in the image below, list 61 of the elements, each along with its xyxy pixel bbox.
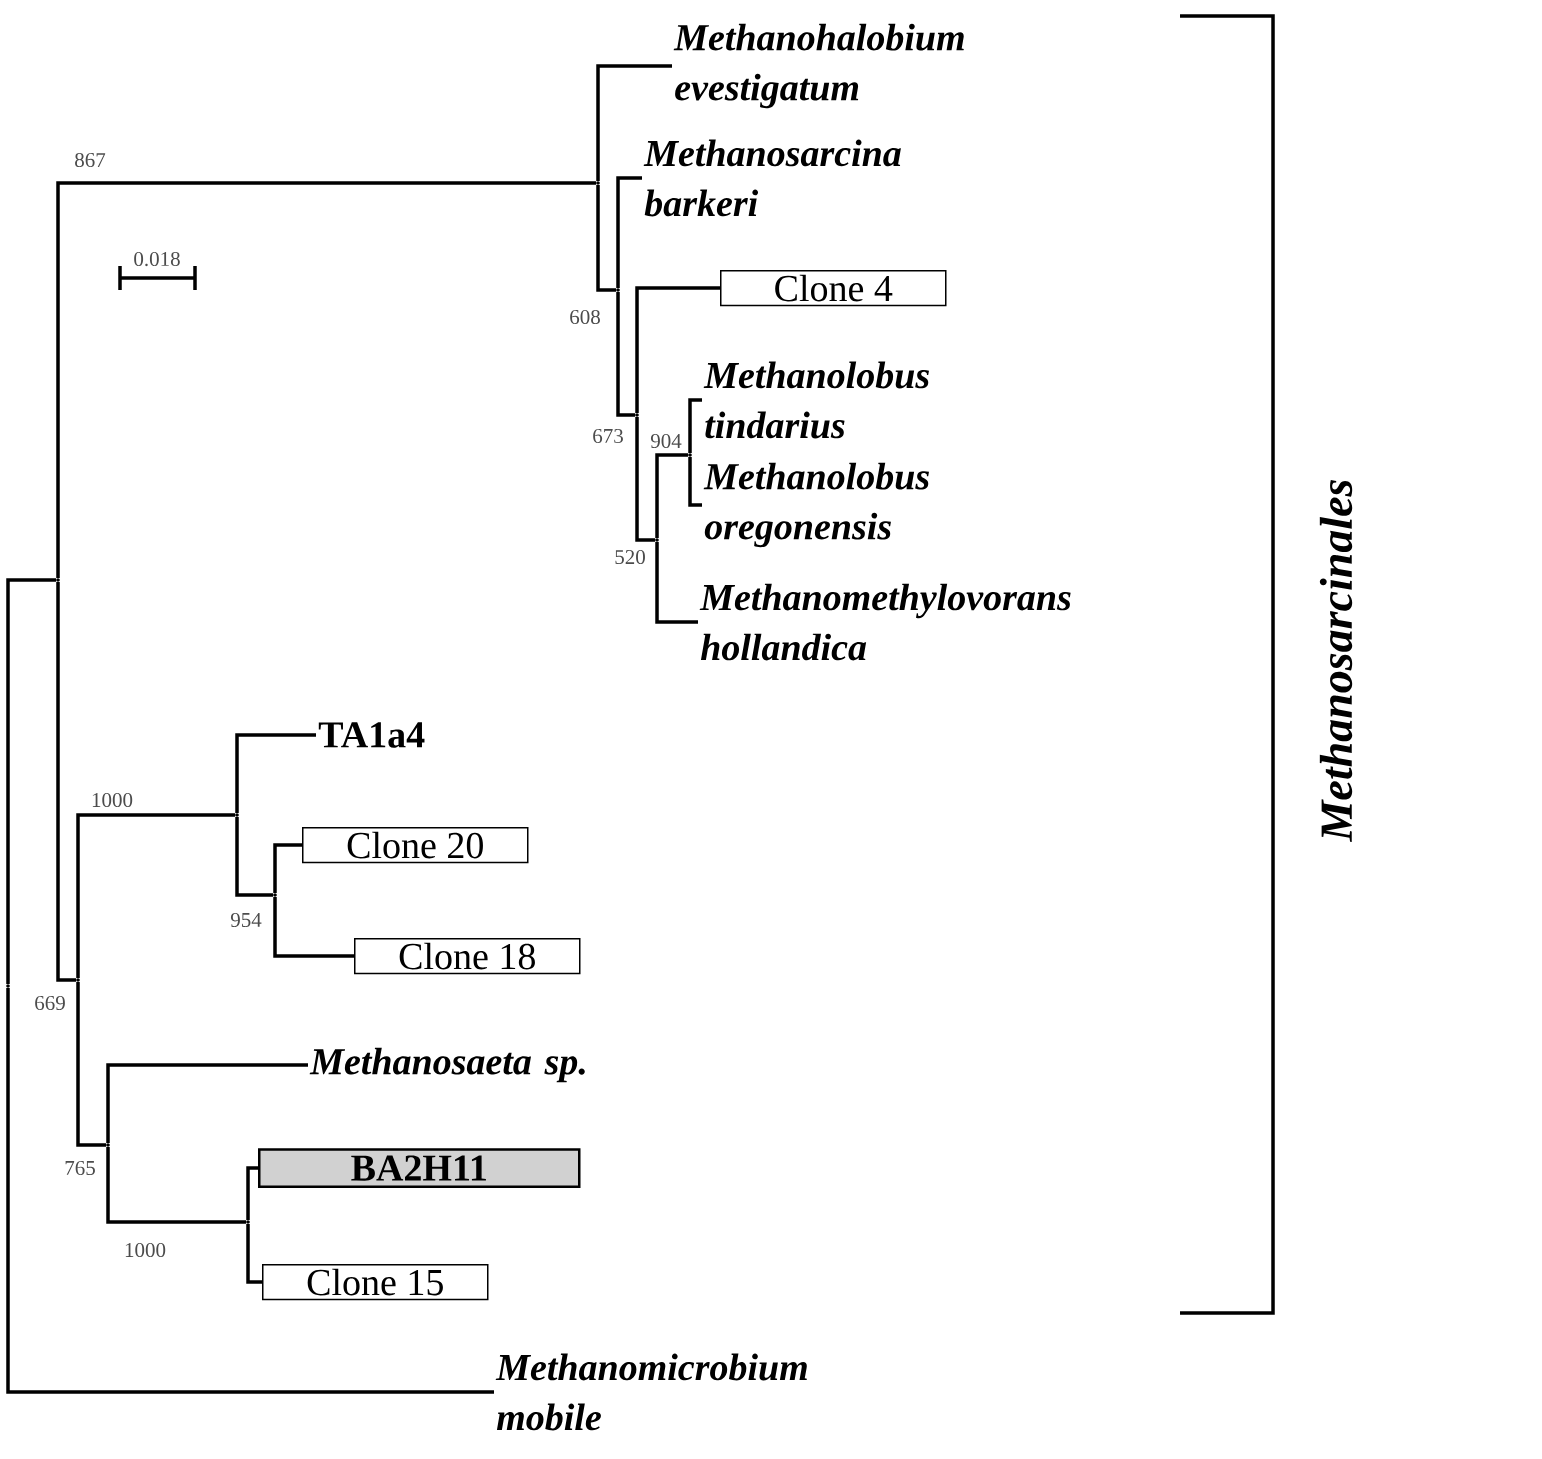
species-name: Methanomicrobium mobile [495,1353,807,1431]
branch-point [273,893,277,897]
tree-branch [655,541,698,624]
branch-point [655,538,659,542]
species-name: Methanomethylovorans hollandica [699,583,1071,661]
tree-branch [56,181,597,579]
tree-branch [688,398,702,454]
tree-branch [616,291,636,417]
branch-point [76,978,80,982]
tree-branch [76,813,236,979]
tree-branch [106,1063,308,1144]
strain-name: TA1a4 [318,722,425,748]
tree-branch [596,184,617,292]
branch-point [635,413,639,417]
tree-branch [246,1223,262,1284]
bootstrap-value: 954 [230,912,262,928]
species-name: Methanosaeta sp. [309,1047,585,1083]
species-name: Methanosarcina barkeri [643,139,901,217]
species-name: Methanolobus oregonensis [703,462,929,548]
bootstrap-value: 520 [615,549,645,565]
tree-branch [76,981,107,1147]
tree-branch [635,416,656,542]
tree-branch [655,453,689,539]
branch-point [246,1220,250,1224]
species-name: Methanolobus tindarius [703,361,929,439]
bootstrap-value: 1000 [92,792,133,808]
bootstrap-value: 608 [570,309,600,325]
clone-box: Clone 20 [302,826,529,864]
bootstrap-value: 669 [35,995,65,1011]
tree-branch [688,456,702,507]
branch-point [6,984,10,988]
clone-box: Clone 15 [262,1263,489,1301]
bootstrap-value: 904 [650,433,682,449]
bootstrap-value: 1000 [125,1242,166,1258]
clone-box: Clone 18 [354,937,581,975]
species-name: Methanohalobium evestigatum [673,23,964,109]
tree-branch [616,176,642,289]
tree-branch [246,1166,258,1221]
tree-branch [56,581,77,982]
clone-box: Clone 4 [720,269,947,307]
bootstrap-value: 867 [75,152,106,168]
tree-branch [273,843,302,894]
tree-branch [273,896,354,958]
scale-label: 0.018 [134,251,180,267]
branch-point [56,578,60,582]
branch-point [106,1143,110,1147]
branch-point [688,453,692,457]
tree-branch [235,733,316,814]
tree-branch [235,816,274,897]
strain-box: BA2H11 [258,1148,581,1188]
tree-branch [596,64,672,182]
branch-point [616,288,620,292]
tree-branch [6,987,494,1394]
tree-branch [635,286,720,414]
branch-point [596,181,600,185]
tree-branch [106,1146,247,1224]
bootstrap-value: 673 [593,428,623,444]
bootstrap-value: 765 [65,1160,95,1176]
branch-point [235,813,239,817]
tree-branch [6,578,57,985]
group-label: Methanosarcinales [1319,479,1353,843]
